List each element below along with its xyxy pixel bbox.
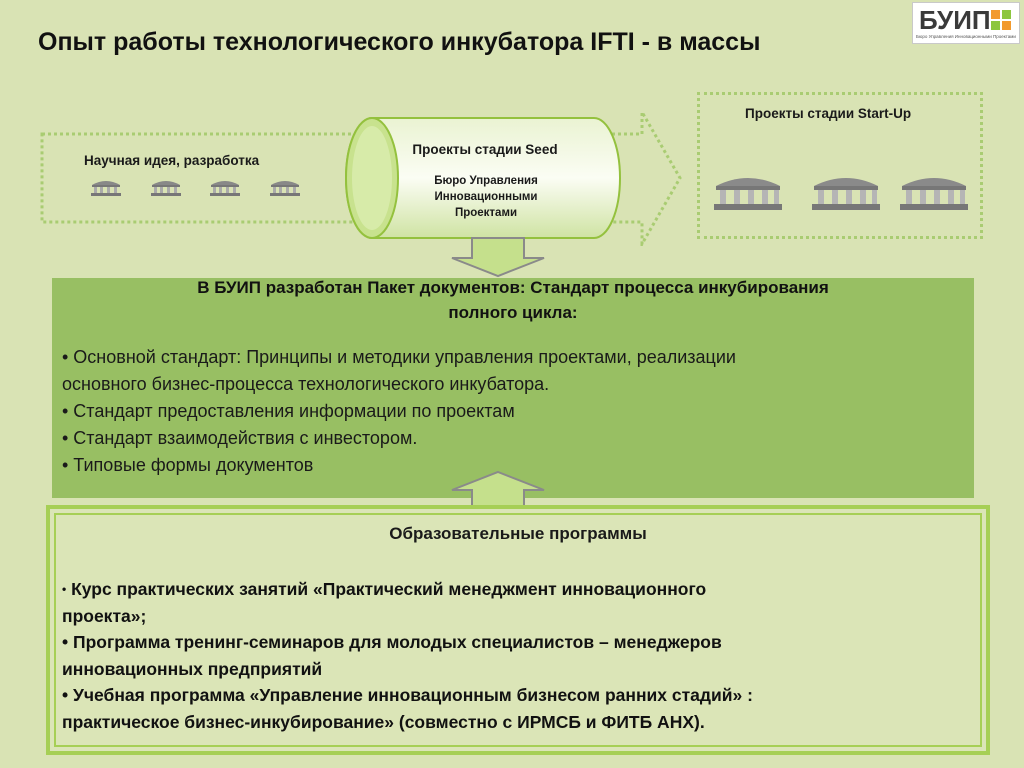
pipeline-arrow [40, 106, 682, 246]
list-item: • Стандарт предоставления информации по … [62, 401, 515, 421]
logo-squares-icon [991, 10, 1011, 30]
list-item: • Основной стандарт: Принципы и методики… [62, 347, 736, 367]
list-item-continuation: проекта»; [62, 605, 147, 626]
building-icon [900, 178, 968, 210]
seed-description: Бюро Управления Инновационными Проектами [434, 175, 538, 219]
building-icon [210, 181, 240, 196]
list-item: • Курс практических занятий «Практически… [62, 579, 707, 599]
education-list: • Курс практических занятий «Практически… [62, 576, 972, 735]
seed-stage-label: Проекты стадии Seed [412, 142, 558, 157]
standard-heading: В БУИП разработан Пакет документов: Стан… [197, 278, 829, 322]
logo-text: БУИП [919, 5, 991, 35]
building-icon [270, 181, 300, 196]
building-icon [812, 178, 880, 210]
building-icon [151, 181, 181, 196]
standard-panel [52, 278, 974, 498]
logo-subtitle: Бюро Управления Инновационными Проектами [916, 34, 1016, 39]
list-item-continuation: практическое бизнес-инкубирование» (совм… [62, 711, 705, 732]
list-item: • Учебная программа «Управление инноваци… [62, 685, 753, 705]
idea-label: Научная идея, разработка [84, 153, 260, 168]
seed-cylinder [345, 117, 621, 239]
building-icon [91, 181, 121, 196]
list-item: основного бизнес-процесса технологическо… [62, 374, 550, 394]
list-item: • Стандарт взаимодействия с инвестором. [62, 428, 418, 448]
startup-stage-label: Проекты стадии Start-Up [745, 106, 912, 121]
list-item: • Типовые формы документов [62, 455, 314, 475]
logo: БУИП Бюро Управления Инновационными Прое… [912, 2, 1020, 44]
list-item: • Программа тренинг-семинаров для молоды… [62, 632, 722, 652]
education-title: Образовательные программы [389, 524, 647, 543]
standard-list: • Основной стандарт: Принципы и методики… [62, 344, 967, 479]
page-title: Опыт работы технологического инкубатора … [38, 28, 761, 56]
education-inner-border [54, 513, 982, 747]
building-icon [714, 178, 782, 210]
down-arrow-icon [451, 237, 545, 278]
list-item-continuation: инновационных предприятий [62, 658, 323, 679]
education-box [46, 505, 990, 755]
startup-box [697, 92, 983, 239]
